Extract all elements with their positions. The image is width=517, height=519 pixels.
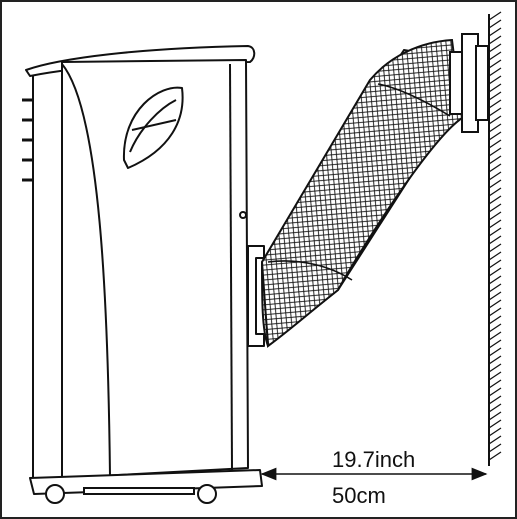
wall-hatch-mark xyxy=(489,348,501,356)
wall-hatch-mark xyxy=(489,52,501,60)
air-conditioner-unit xyxy=(22,46,266,494)
wall-hatch-mark xyxy=(489,316,501,324)
wall-hatch-mark xyxy=(489,204,501,212)
wall-hatch-mark xyxy=(489,308,501,316)
wall-hatch-mark xyxy=(489,372,501,380)
wall-hatch-mark xyxy=(489,20,501,28)
wall-hatch-mark xyxy=(489,404,501,412)
wall-hatch-mark xyxy=(489,332,501,340)
wall-hatch-mark xyxy=(489,60,501,68)
wall-hatch-mark xyxy=(489,148,501,156)
wall-hatch-mark xyxy=(489,156,501,164)
wall-hatch-mark xyxy=(489,396,501,404)
wall-hatch-mark xyxy=(489,412,501,420)
wall-hatch-mark xyxy=(489,300,501,308)
wall-hatch-mark xyxy=(489,236,501,244)
wall-hatch-mark xyxy=(489,324,501,332)
wall-hatch-mark xyxy=(489,268,501,276)
wall-hatch-mark xyxy=(489,244,501,252)
wall-hatch-mark xyxy=(489,44,501,52)
wall-hatch-mark xyxy=(489,252,501,260)
wall-hatch-mark xyxy=(489,196,501,204)
distance-label-cm: 50cm xyxy=(332,485,386,507)
wall-hatch-mark xyxy=(489,124,501,132)
wall-hatch-mark xyxy=(489,380,501,388)
wall-hatch-mark xyxy=(489,116,501,124)
wall-hatch-mark xyxy=(489,36,501,44)
wall-hatch-mark xyxy=(489,340,501,348)
wall-hatch-mark xyxy=(489,212,501,220)
wall-hatch-mark xyxy=(489,100,501,108)
wall-hatch-mark xyxy=(489,84,501,92)
wall-hatch-mark xyxy=(489,452,501,460)
wall-hatch-mark xyxy=(489,68,501,76)
wall-hatch-mark xyxy=(489,260,501,268)
wall-hatch-mark xyxy=(489,188,501,196)
wall-hatch-mark xyxy=(489,12,501,20)
wall-hatch-mark xyxy=(489,180,501,188)
wall-hatch-mark xyxy=(489,388,501,396)
wall-hatch-mark xyxy=(489,364,501,372)
distance-label-inch: 19.7inch xyxy=(332,449,415,471)
wall-hatch-mark xyxy=(489,420,501,428)
wall-hatch-mark xyxy=(489,164,501,172)
wall-hatch-mark xyxy=(489,172,501,180)
wall-hatch-mark xyxy=(489,228,501,236)
wall-hatch-mark xyxy=(489,140,501,148)
wall-hatch-mark xyxy=(489,356,501,364)
wall-hatch-mark xyxy=(489,92,501,100)
wall-hatch-mark xyxy=(489,132,501,140)
wall-hatch-mark xyxy=(489,276,501,284)
wall-hatch-mark xyxy=(489,108,501,116)
wall-hatch-mark xyxy=(489,436,501,444)
wall-hatch-mark xyxy=(489,444,501,452)
exhaust-hose xyxy=(262,40,462,346)
wall-hatch-mark xyxy=(489,76,501,84)
wall-hatch-mark xyxy=(489,428,501,436)
wall xyxy=(489,12,501,466)
wall-hatch-mark xyxy=(489,28,501,36)
wall-hatch-mark xyxy=(489,220,501,228)
wall-hatch-mark xyxy=(489,284,501,292)
wall-hatch-mark xyxy=(489,292,501,300)
